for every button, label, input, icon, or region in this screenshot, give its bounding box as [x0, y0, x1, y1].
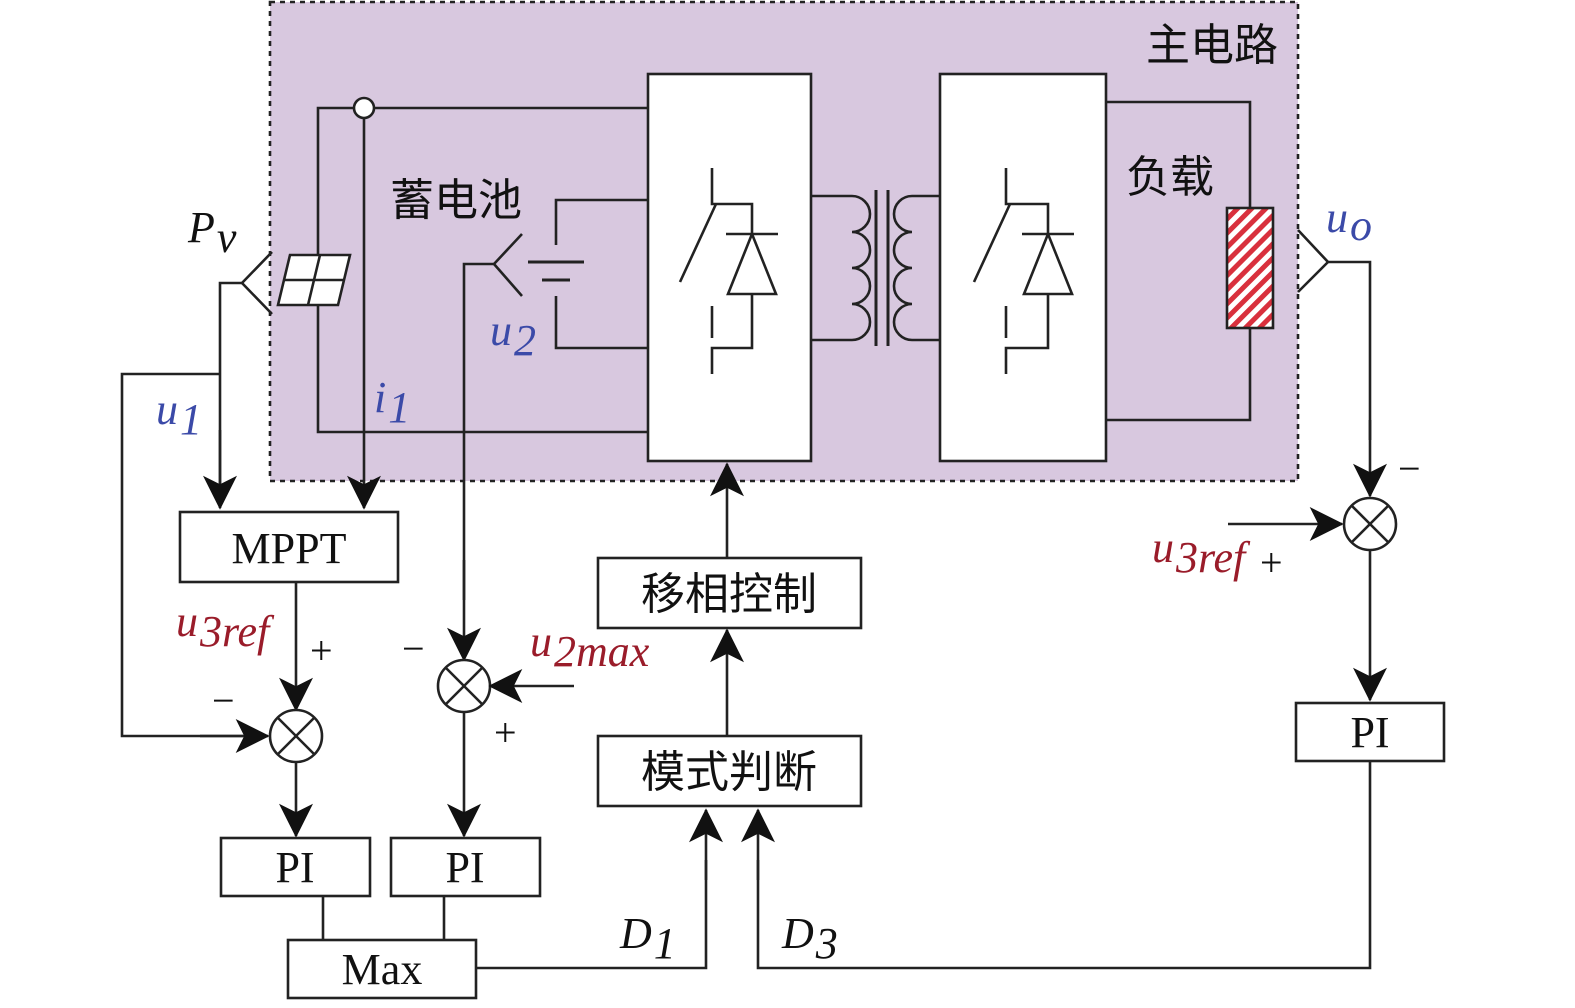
pv-label: Pv [187, 203, 237, 262]
d3-label: D3 [781, 909, 838, 968]
sum-right-minus-sign: − [1398, 446, 1421, 491]
u3ref-right-label: u3ref [1152, 523, 1251, 582]
phase-shift-label: 移相控制 [641, 569, 817, 620]
max-label: Max [342, 945, 423, 994]
d3-wire [756, 761, 1372, 970]
pv-voltage-probe [240, 251, 273, 315]
d1-wire [476, 860, 708, 970]
battery-bottom-wire [554, 296, 648, 350]
u1-label: u1 [156, 385, 202, 444]
pi-mid-label: PI [445, 843, 484, 892]
load-resistor-icon [1225, 206, 1275, 330]
load-top-wire [1106, 100, 1252, 208]
mppt-label: MPPT [232, 524, 347, 573]
sum-junction-right-icon [1342, 496, 1398, 552]
u1-wire [218, 281, 242, 490]
transformer-icon [811, 190, 940, 346]
converter-left [646, 72, 813, 463]
sum-mid-plus-sign: + [494, 710, 517, 755]
sum-junction-left-icon [268, 708, 324, 764]
sum-left-plus-sign: + [310, 628, 333, 673]
mppt-block [178, 510, 400, 584]
pi-left-label: PI [275, 843, 314, 892]
battery-label: 蓄电池 [390, 175, 522, 226]
u1-feedback-wire [120, 372, 252, 738]
u2max-label: u2max [530, 617, 650, 676]
load-bottom-wire [1106, 328, 1252, 422]
sum-right-plus-sign: + [1260, 540, 1283, 585]
switch-diode-left-icon [678, 168, 778, 374]
uo-wire [1328, 260, 1372, 440]
main-circuit-title: 主电路 [1146, 20, 1278, 71]
u3ref-left-label: u3ref [176, 597, 275, 656]
pi-right-label: PI [1350, 708, 1389, 757]
pi-block-left [219, 836, 372, 898]
pi-block-right [1294, 701, 1446, 763]
mode-judge-label: 模式判断 [641, 747, 817, 798]
mode-judge-block [596, 734, 863, 808]
sum-junction-mid-icon [436, 658, 492, 714]
u2-wire [462, 262, 494, 600]
max-block [286, 938, 478, 1000]
phase-shift-block [596, 556, 863, 630]
battery-top-wire [554, 198, 648, 245]
pi-block-mid [389, 836, 542, 898]
d1-label: D1 [619, 909, 676, 968]
solar-panel-icon [276, 253, 352, 307]
output-voltage-probe [1297, 229, 1330, 293]
switch-diode-right-icon [972, 168, 1074, 374]
sum-left-minus-sign: − [212, 678, 235, 723]
uo-label: uo [1326, 193, 1372, 250]
pv-top-wire [316, 106, 648, 255]
converter-right [938, 72, 1108, 463]
u2-label: u2 [490, 306, 536, 365]
load-label: 负载 [1126, 152, 1214, 203]
sum-mid-minus-sign: − [402, 626, 425, 671]
pv-bottom-wire [316, 305, 648, 434]
i1-label: i1 [374, 373, 410, 432]
current-sensor-icon [352, 96, 376, 120]
